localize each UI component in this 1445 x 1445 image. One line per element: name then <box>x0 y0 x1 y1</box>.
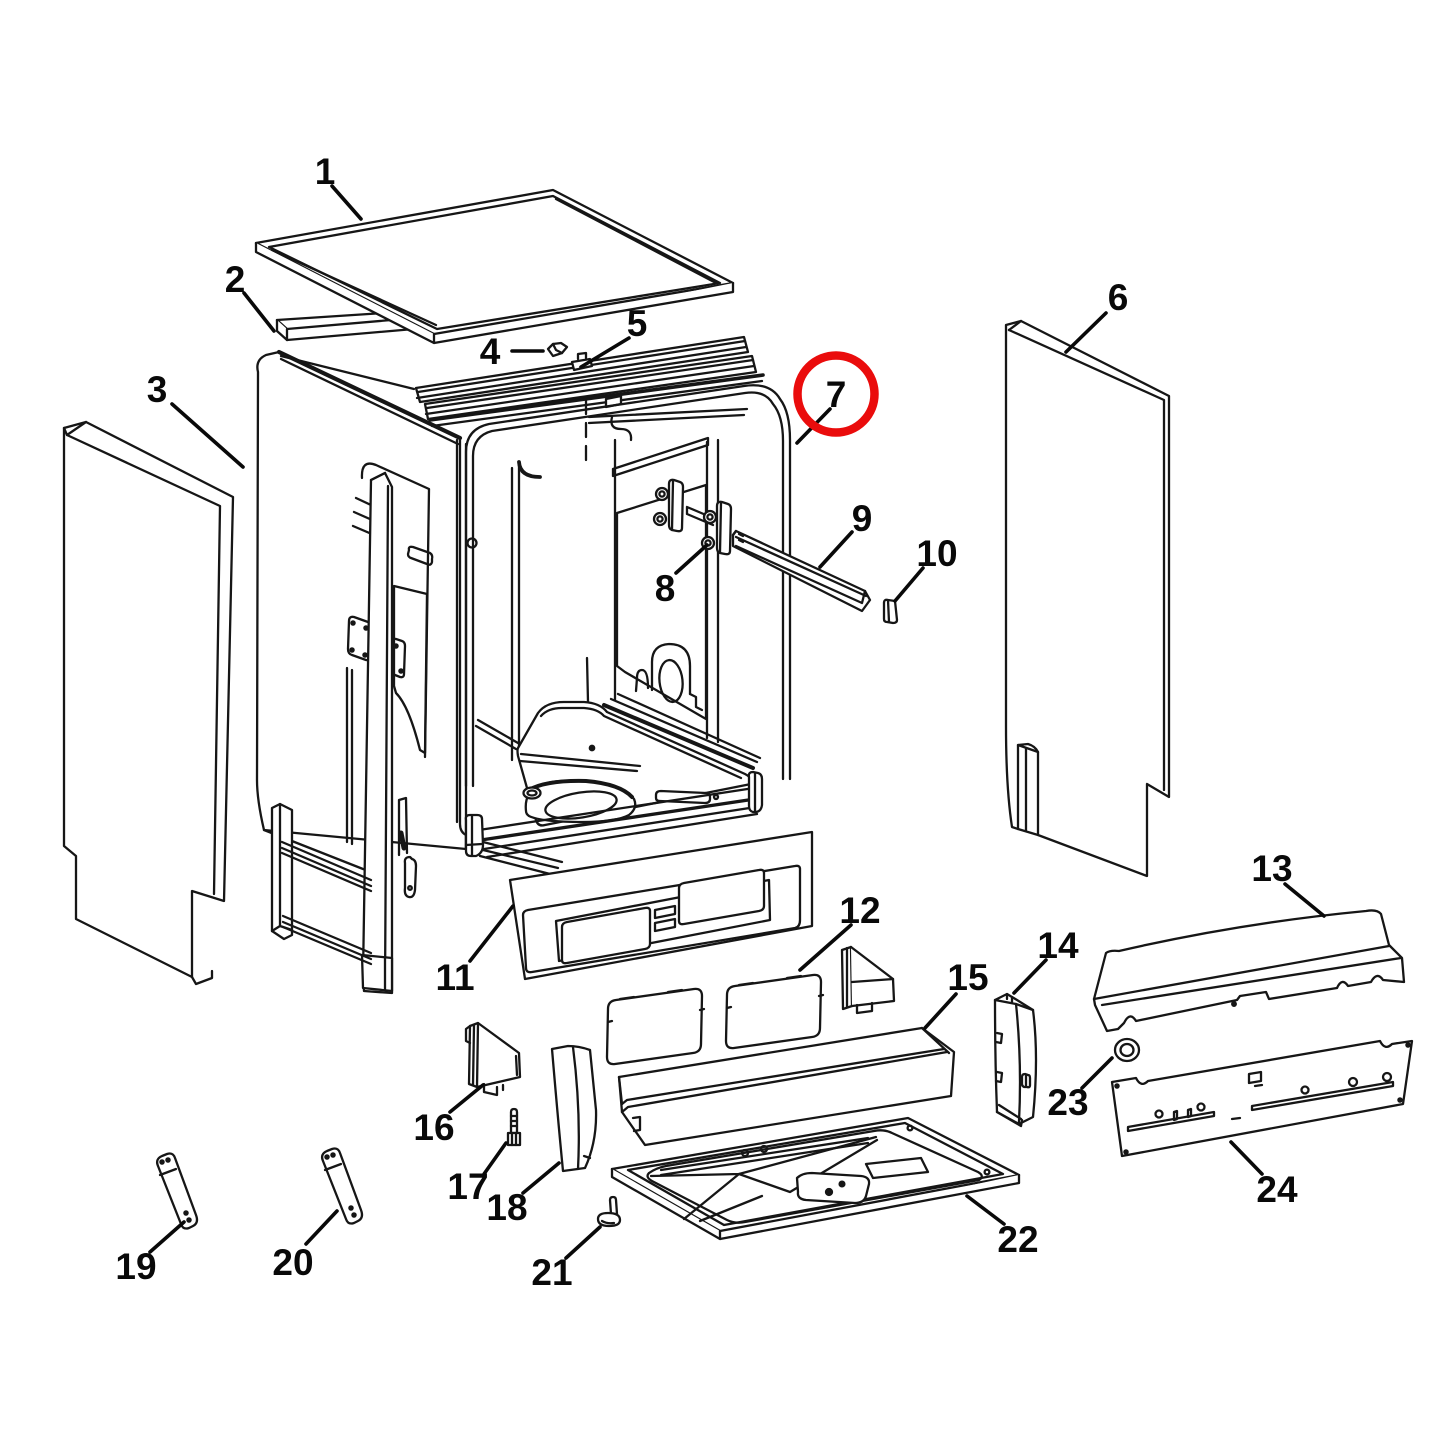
svg-text:9: 9 <box>852 498 873 539</box>
svg-text:7: 7 <box>826 374 847 415</box>
svg-text:8: 8 <box>655 568 676 609</box>
svg-text:13: 13 <box>1251 848 1292 889</box>
svg-text:20: 20 <box>272 1242 313 1283</box>
svg-text:4: 4 <box>480 331 501 372</box>
svg-text:2: 2 <box>225 259 246 300</box>
svg-text:22: 22 <box>997 1219 1038 1260</box>
svg-text:24: 24 <box>1256 1169 1298 1210</box>
svg-text:5: 5 <box>627 303 648 344</box>
svg-text:12: 12 <box>839 890 880 931</box>
svg-text:17: 17 <box>447 1166 488 1207</box>
svg-text:18: 18 <box>486 1187 527 1228</box>
svg-text:23: 23 <box>1047 1082 1088 1123</box>
svg-text:3: 3 <box>147 369 168 410</box>
svg-text:21: 21 <box>531 1252 572 1293</box>
svg-text:16: 16 <box>413 1107 454 1148</box>
svg-text:11: 11 <box>435 957 474 998</box>
svg-text:1: 1 <box>315 151 336 192</box>
svg-text:14: 14 <box>1037 925 1079 966</box>
svg-text:15: 15 <box>947 957 988 998</box>
svg-text:6: 6 <box>1108 277 1129 318</box>
svg-text:10: 10 <box>916 533 957 574</box>
svg-text:19: 19 <box>115 1246 156 1287</box>
